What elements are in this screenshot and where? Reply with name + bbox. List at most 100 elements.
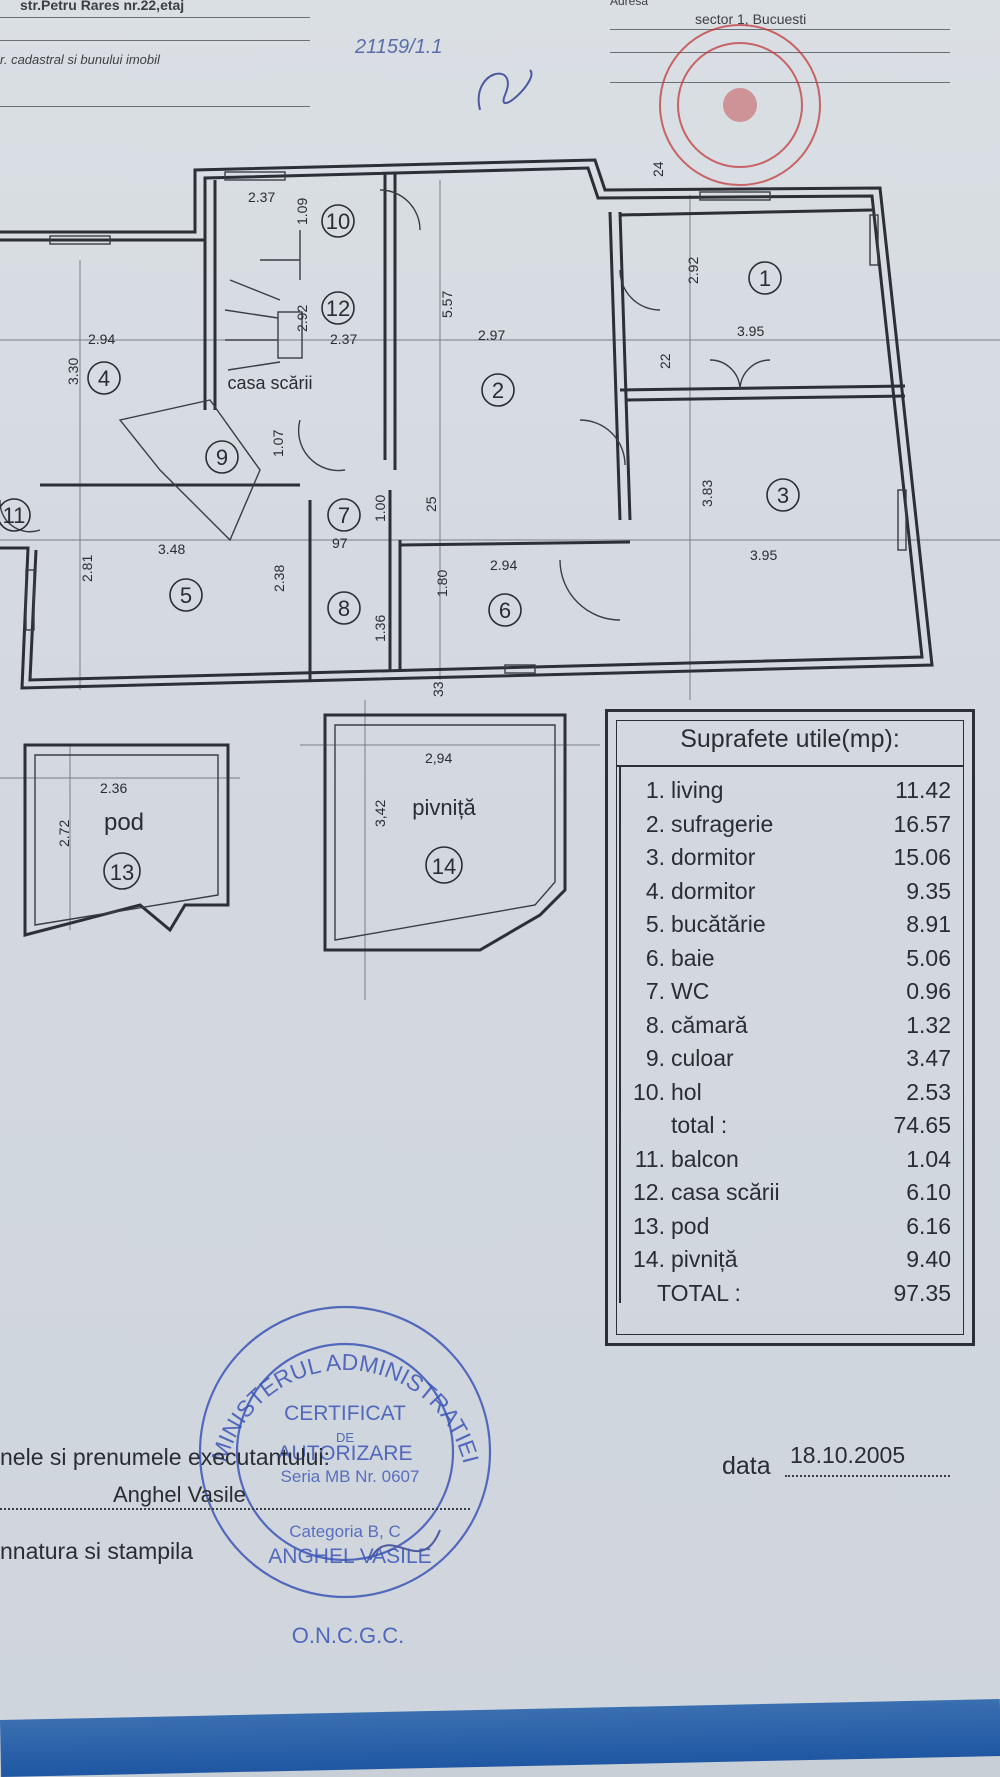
row-number: 9. xyxy=(645,1045,665,1071)
row-area-value: 2.53 xyxy=(906,1078,951,1105)
room-number-13: 13 xyxy=(110,860,134,885)
row-area-value: 1.32 xyxy=(906,1011,951,1038)
dim-label: 5.57 xyxy=(439,291,455,318)
row-area-value: 1.04 xyxy=(906,1145,951,1172)
basement-inner xyxy=(334,724,556,941)
dim-label: 2.36 xyxy=(100,780,127,796)
handwritten-number: 21159/1.1 xyxy=(355,36,443,58)
row-number: 11. xyxy=(634,1145,665,1172)
row-number: 12. xyxy=(633,1179,665,1205)
room-number-5: 5 xyxy=(180,583,192,608)
dim-label: 2.81 xyxy=(79,555,95,582)
stamp-bottom-text: O.N.C.G.C. xyxy=(292,1623,404,1648)
cadastral-label: r. cadastral si bunului imobil xyxy=(0,52,160,67)
room-number-6: 6 xyxy=(499,598,511,623)
row-room-name: hol xyxy=(671,1078,702,1105)
row-number: 1. xyxy=(645,777,665,803)
row-room-name: total : xyxy=(671,1112,728,1138)
dim-label: 1.09 xyxy=(294,198,310,225)
row-number: 3. xyxy=(645,844,665,870)
dim-label: 2.37 xyxy=(330,331,357,347)
document-paper xyxy=(0,0,1000,1740)
staircase-drawing xyxy=(224,230,303,371)
stamp-line-3: AUTORIZARE xyxy=(278,1442,413,1465)
row-room-name: pod xyxy=(671,1212,710,1239)
room-markers xyxy=(0,204,800,890)
dim-label: 2.72 xyxy=(56,820,72,847)
dim-label: 24 xyxy=(650,161,666,177)
dim-label: 2.92 xyxy=(685,257,701,284)
room-number-7: 7 xyxy=(338,503,350,528)
row-room-name: TOTAL : xyxy=(657,1279,741,1306)
row-area-value: 0.96 xyxy=(906,978,951,1004)
row-area-value: 9.40 xyxy=(906,1246,951,1272)
row-area-value: 8.91 xyxy=(906,911,951,937)
row-area-value: 15.06 xyxy=(893,844,951,870)
areas-table-row: 11.balcon 1.04 xyxy=(617,1142,963,1176)
official-stamp: CERTIFICAT DE AUTORIZARE Seria MB Nr. 06… xyxy=(0,0,492,1648)
row-room-name: WC xyxy=(671,978,710,1004)
row-area-value: 6.10 xyxy=(906,1179,951,1205)
row-area-value: 74.65 xyxy=(893,1112,951,1138)
row-room-name: balcon xyxy=(671,1145,739,1172)
row-area-value: 97.35 xyxy=(893,1279,951,1306)
room-numbers: 1 2 3 4 5 6 7 8 9 10 11 12 13 14 xyxy=(3,209,790,885)
header-rule-left xyxy=(0,40,310,41)
room-number-1: 1 xyxy=(759,266,771,291)
row-room-name: baie xyxy=(671,944,715,971)
stamp-line-1: CERTIFICAT xyxy=(284,1402,406,1425)
date-value: 18.10.2005 xyxy=(790,1442,906,1468)
dim-label: 3.30 xyxy=(65,358,81,385)
room-number-12: 12 xyxy=(326,296,350,321)
room-number-14: 14 xyxy=(432,854,456,879)
row-room-name: cămară xyxy=(671,1011,748,1038)
areas-table-row: total : 74.65 xyxy=(617,1108,963,1142)
row-area-value: 9.35 xyxy=(906,877,951,904)
signature-label: nnatura si stampila xyxy=(0,1538,194,1564)
stamp-line-2: DE xyxy=(336,1430,354,1445)
row-room-name: casa scării xyxy=(671,1179,780,1205)
row-number: 2. xyxy=(645,810,665,837)
attic-inner xyxy=(34,754,219,926)
header-rule-right-2 xyxy=(610,82,950,83)
dim-label: 3.83 xyxy=(699,480,715,507)
dim-label: 2.38 xyxy=(271,565,287,592)
address-text: str.Petru Rares nr.22,etaj xyxy=(20,0,185,13)
interior-walls xyxy=(40,172,906,680)
dim-label: 2,94 xyxy=(425,750,452,766)
door-swings xyxy=(0,189,771,621)
areas-table-title-separator xyxy=(617,765,963,767)
stamp-line-4: Seria MB Nr. 0607 xyxy=(281,1467,420,1486)
dim-label: 2.94 xyxy=(88,331,115,347)
areas-table-title: Suprafete utile(mp): xyxy=(680,725,900,753)
sector-text: sector 1, Bucuesti xyxy=(695,11,807,27)
room-number-3: 3 xyxy=(777,483,789,508)
dimension-labels: 2.37 1.09 2.94 3.30 2.92 2.37 5.57 2.97 … xyxy=(56,161,777,847)
room-number-2: 2 xyxy=(492,378,504,403)
areas-table-row: 8.cămară 1.32 xyxy=(617,1008,963,1042)
room-number-8: 8 xyxy=(338,596,350,621)
stamp-line-5: Categoria B, C xyxy=(289,1522,401,1541)
room-number-11: 11 xyxy=(3,503,26,528)
executant-name: Anghel Vasile xyxy=(113,1482,246,1507)
adresa-label: Adresa xyxy=(610,0,649,8)
row-area-value: 6.16 xyxy=(906,1212,951,1239)
date-dotted-line xyxy=(785,1475,950,1477)
row-number: 14. xyxy=(633,1246,665,1272)
dim-label: 2.37 xyxy=(248,189,275,205)
stamp-line-6: ANGHEL VASILE xyxy=(268,1545,431,1568)
room-number-10: 10 xyxy=(326,209,350,234)
row-number: 8. xyxy=(645,1011,665,1038)
signature-scribble-top xyxy=(477,69,533,111)
stamp-ring-text: MINISTERUL ADMINISTRATIEI PUBLICE xyxy=(0,0,486,1472)
header-rule-left-2 xyxy=(0,106,310,107)
